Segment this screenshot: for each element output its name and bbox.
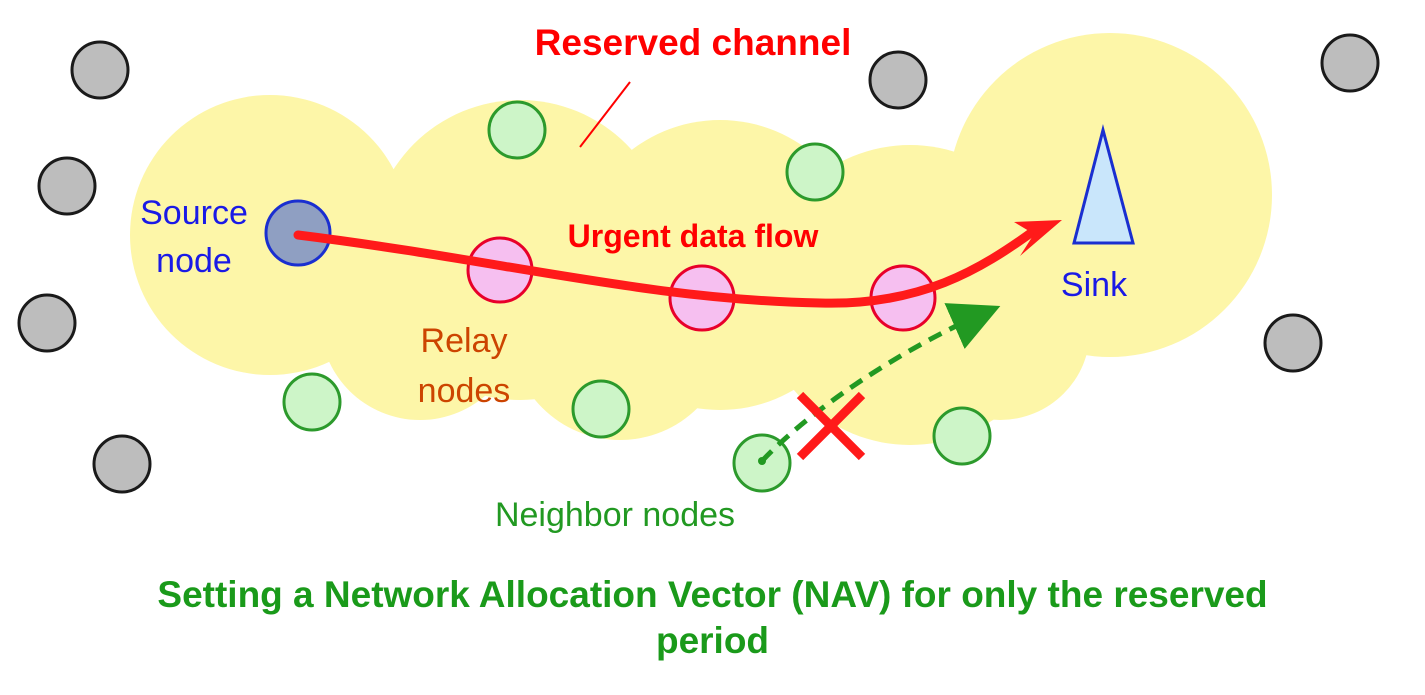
idle-nodes	[17, 33, 1380, 494]
neighbor-node	[487, 100, 547, 160]
caption-line-1: Setting a Network Allocation Vector (NAV…	[157, 574, 1268, 615]
neighbor-node	[785, 142, 845, 202]
idle-node	[92, 434, 152, 494]
reserved-channel-label: Reserved channel	[535, 22, 852, 63]
neighbor-label: Neighbor nodes	[495, 496, 735, 534]
reserved-channel-pointer	[579, 81, 631, 148]
blocked-x-mark	[796, 391, 866, 461]
source-label-line2: node	[156, 242, 232, 280]
blocked-transmission-arrow	[760, 303, 1001, 463]
sink-label: Sink	[1061, 266, 1128, 304]
urgent-flow-label: Urgent data flow	[568, 218, 819, 254]
relay-label-line2: nodes	[418, 372, 511, 410]
idle-node	[37, 156, 97, 216]
idle-node	[70, 40, 130, 100]
urgent-flow-arrow	[293, 225, 1040, 308]
neighbor-node	[282, 372, 342, 432]
neighbor-node	[932, 406, 992, 466]
idle-node	[1263, 313, 1323, 373]
source-label-line1: Source	[140, 194, 248, 232]
sink-node	[1072, 124, 1135, 245]
relay-label-line1: Relay	[421, 322, 508, 360]
idle-node	[17, 293, 77, 353]
neighbor-node	[571, 379, 631, 439]
caption-line-2: period	[655, 620, 770, 661]
figure-caption: Setting a Network Allocation Vector (NAV…	[0, 572, 1425, 664]
idle-node	[1320, 33, 1380, 93]
idle-node	[868, 50, 928, 110]
urgent-flow-arrowhead	[1014, 220, 1062, 256]
